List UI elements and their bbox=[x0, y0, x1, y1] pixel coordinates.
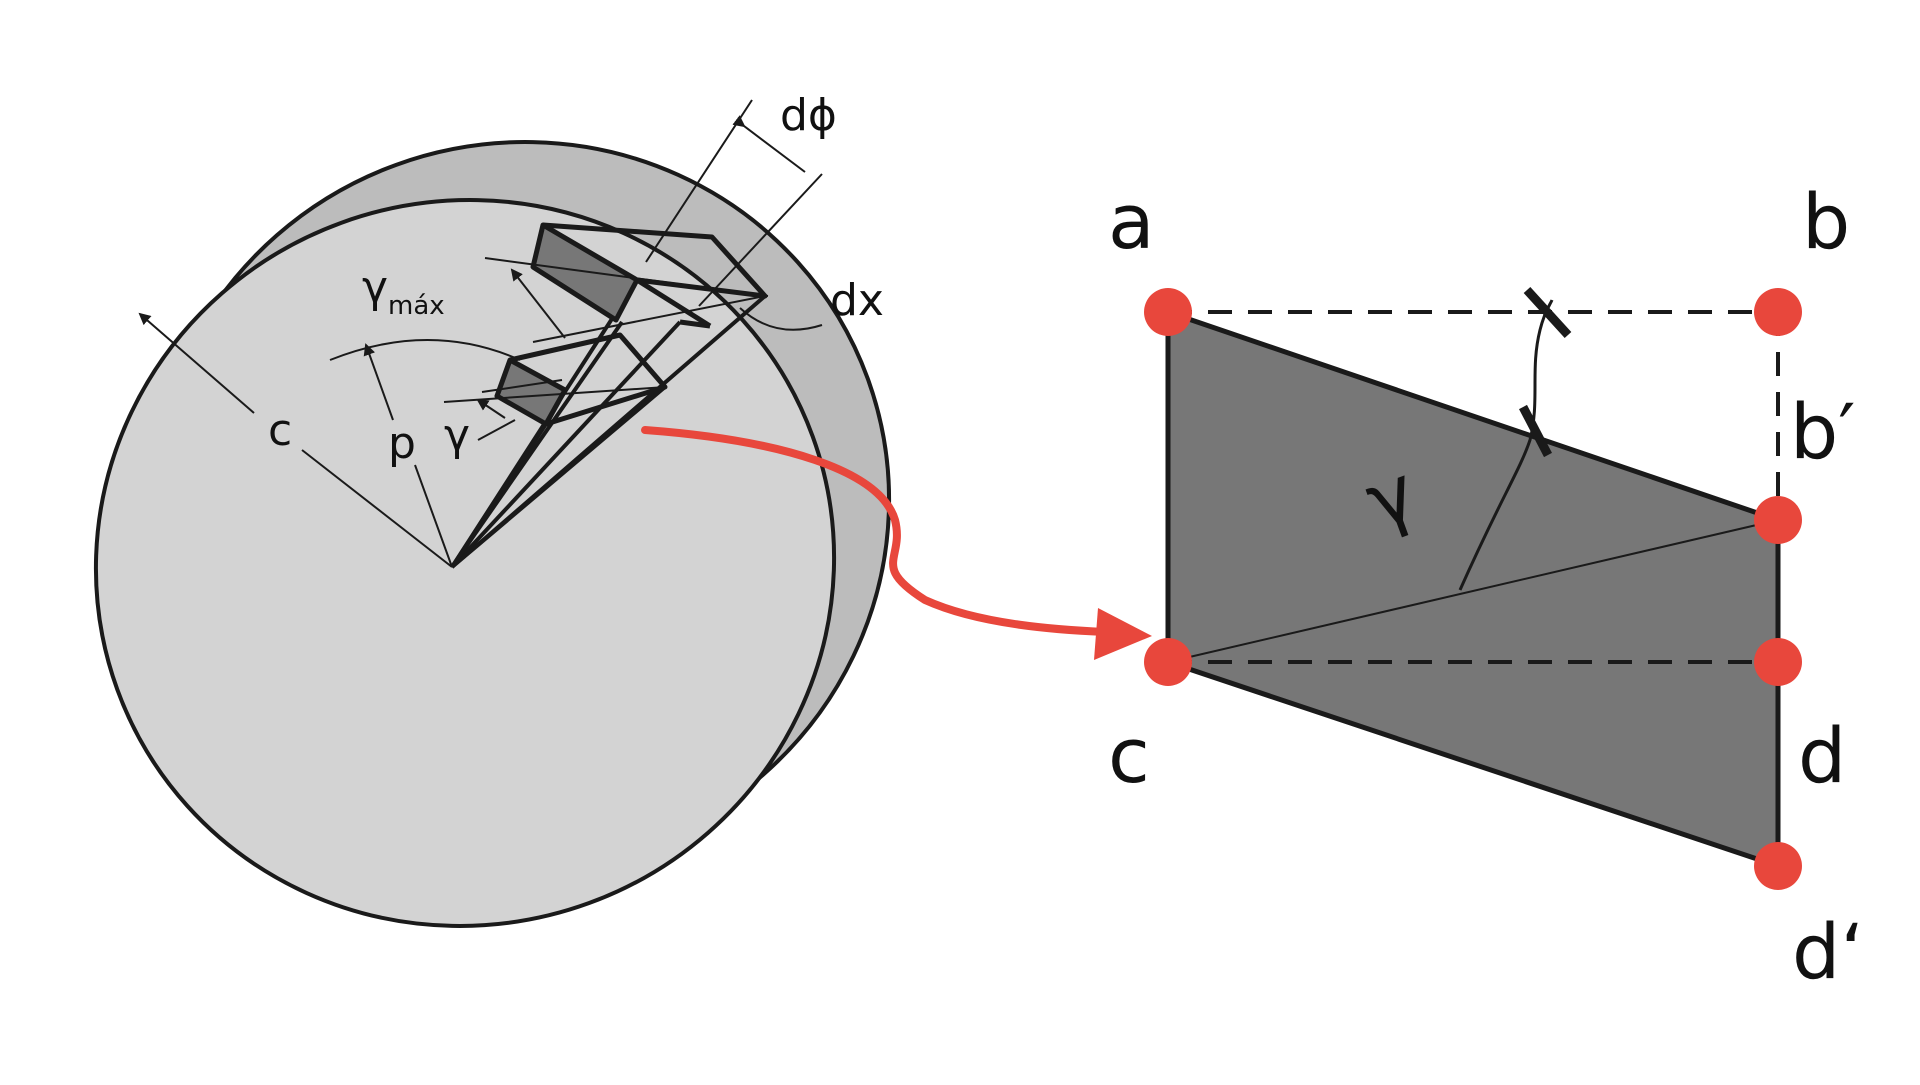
dx-label: dx bbox=[830, 275, 884, 326]
diagonal-line bbox=[1167, 519, 1779, 663]
outer-element bbox=[530, 222, 768, 329]
shaft-figure: dϕ dx γmáx c p γ bbox=[93, 90, 892, 928]
label-d-prime: d‘ bbox=[1792, 907, 1864, 996]
gamma-max-label: γmáx bbox=[362, 262, 445, 321]
radius-c-label: c bbox=[268, 405, 292, 456]
shaft-front-face bbox=[93, 198, 837, 928]
reference-lines bbox=[138, 99, 823, 568]
point-d-prime bbox=[1754, 842, 1802, 890]
point-b bbox=[1754, 288, 1802, 336]
original-element-outline bbox=[1168, 310, 1780, 664]
gamma-max-subscript: máx bbox=[388, 291, 445, 321]
radius-p-label: p bbox=[388, 418, 416, 469]
point-a bbox=[1144, 288, 1192, 336]
element-figure: γ a b b′ c d d‘ bbox=[1108, 177, 1864, 996]
gamma-max-symbol: γ bbox=[362, 262, 388, 313]
d-phi-label: dϕ bbox=[780, 90, 837, 141]
inner-element bbox=[494, 332, 668, 427]
corner-points bbox=[1144, 288, 1802, 890]
label-c: c bbox=[1108, 711, 1150, 800]
point-d bbox=[1754, 638, 1802, 686]
point-b-prime bbox=[1754, 496, 1802, 544]
label-d: d bbox=[1798, 711, 1846, 800]
label-b-prime: b′ bbox=[1790, 387, 1856, 476]
label-a: a bbox=[1108, 177, 1155, 266]
gamma-indicator bbox=[1458, 286, 1572, 591]
connector-arrow bbox=[641, 426, 1152, 660]
label-b: b bbox=[1802, 177, 1850, 266]
point-c bbox=[1144, 638, 1192, 686]
gamma-label-left: γ bbox=[444, 410, 470, 461]
deformed-element bbox=[1165, 309, 1781, 869]
